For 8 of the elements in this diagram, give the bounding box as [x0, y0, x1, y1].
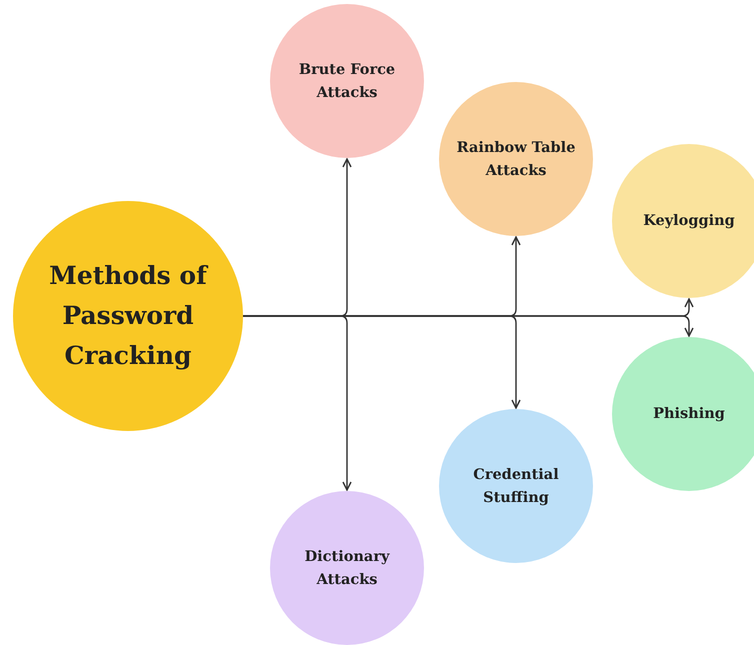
topic-label: Credential Stuffing [472, 464, 560, 508]
arrow [243, 315, 352, 491]
topic-label: Keylogging [643, 211, 735, 232]
topic-label: Brute Force Attacks [298, 60, 396, 103]
topic-label: Methods of Password Cracking [48, 260, 210, 372]
topic-label: Dictionary Attacks [304, 546, 391, 590]
topic-label: Rainbow Table Attacks [456, 138, 576, 181]
topic-label: Phishing [653, 404, 725, 424]
